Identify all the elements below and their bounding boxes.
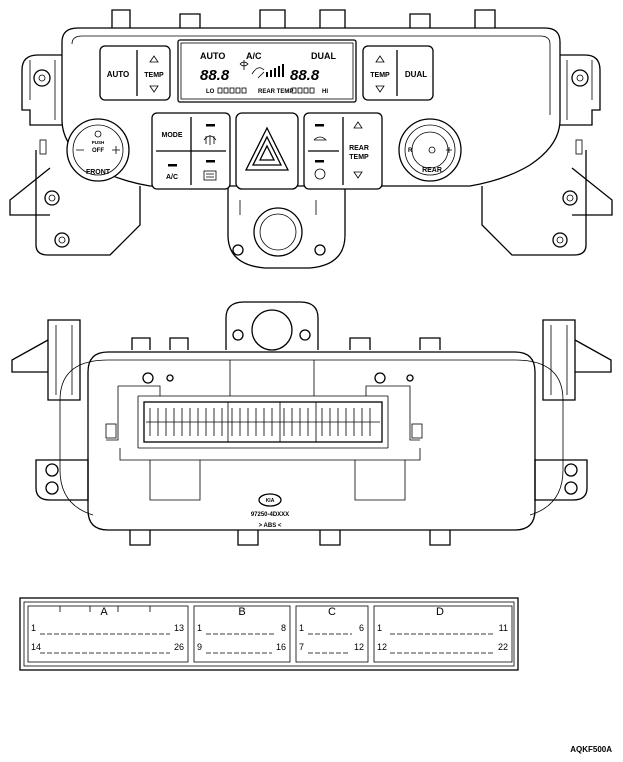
- lcd-ac: A/C: [246, 51, 262, 61]
- connector-d: D 1 11 12 22: [373, 605, 513, 663]
- rear-dial-r-label: R: [408, 148, 413, 154]
- connector-b: B 1 8 9 16: [193, 605, 291, 663]
- front-fan-dial[interactable]: [66, 118, 130, 182]
- rear-recirc-icon[interactable]: [314, 168, 326, 180]
- hazard-triangle-icon: [244, 126, 290, 171]
- rear-ac-indicator: [315, 160, 324, 163]
- front-dial-off-label: OFF: [92, 148, 104, 154]
- connector-c-pin-top-last: 6: [359, 623, 364, 633]
- lcd-lo: LO: [206, 89, 215, 95]
- connector-b-pin-bottom-last: 16: [276, 642, 286, 652]
- front-fan-icon: [94, 130, 102, 138]
- material-mark: > ABS <: [259, 523, 282, 529]
- rear-connector-cavities: [146, 402, 380, 442]
- connector-d-pin-top-first: 1: [377, 623, 382, 633]
- rear-fan-dial[interactable]: [398, 118, 462, 182]
- front-dial-push-label: PUSH: [92, 140, 105, 145]
- part-number: 97250-4DXXX: [251, 512, 289, 518]
- connector-c: C 1 6 7 12: [295, 605, 369, 663]
- lcd-rear-temp-scale-right: [291, 87, 315, 94]
- auto-button-label: AUTO: [107, 70, 130, 79]
- hazard-button[interactable]: [235, 112, 299, 190]
- rear-mode-indicator: [315, 124, 324, 127]
- lcd-rear-temp-scale-left: [217, 87, 247, 94]
- lcd-airflow-icon: [251, 67, 265, 79]
- lcd-fan-icon: [239, 60, 249, 70]
- connector-a: A 1 13 14 26: [27, 605, 189, 663]
- rear-vent-icon[interactable]: [313, 136, 327, 141]
- rear-defrost-icon[interactable]: [203, 170, 217, 181]
- connector-b-pin-top-last: 8: [281, 623, 286, 633]
- recirc-indicator: [206, 160, 215, 163]
- temp-left-label: TEMP: [144, 72, 164, 79]
- connector-c-pin-bottom-last: 12: [354, 642, 364, 652]
- figure-code: AQKF500A: [570, 745, 612, 754]
- connector-b-pin-top-first: 1: [197, 623, 202, 633]
- lcd-right-digits: 88.8: [290, 67, 320, 84]
- rear-temp-label-2: TEMP: [349, 154, 369, 161]
- connector-a-pin-bottom-last: 26: [174, 642, 184, 652]
- kia-logo-text: KIA: [266, 498, 275, 504]
- rear-dial-label: REAR: [422, 167, 442, 174]
- dual-button-label: DUAL: [405, 70, 427, 79]
- connector-d-pin-top-last: 11: [499, 623, 508, 633]
- front-dial-label: FRONT: [86, 169, 111, 176]
- connector-a-pin-bottom-first: 14: [31, 642, 41, 652]
- lcd-fan-speed-bars: [266, 64, 284, 77]
- connector-d-pin-bottom-first: 12: [377, 642, 387, 652]
- temp-right-label: TEMP: [370, 72, 390, 79]
- ac-button-label: A/C: [166, 174, 178, 181]
- connector-pin-strip: A 1 13 14 26 B 1 8 9 16 C 1 6 7 12: [19, 597, 519, 671]
- connector-a-pin-top-last: 13: [174, 623, 184, 633]
- connector-a-pin-top-first: 1: [31, 623, 36, 633]
- front-defrost-icon[interactable]: [203, 135, 217, 145]
- connector-c-letter: C: [328, 606, 336, 618]
- lcd-dual: DUAL: [311, 51, 336, 61]
- rear-control-panel: KIA 97250-4DXXX > ABS <: [11, 301, 612, 546]
- defrost-indicator: [206, 124, 215, 127]
- mode-button-label: MODE: [162, 132, 183, 139]
- front-control-panel: AUTO TEMP TEMP DUAL AUTO A/C DUAL 88.8 8…: [9, 9, 613, 269]
- connector-b-letter: B: [238, 606, 245, 618]
- connector-d-letter: D: [436, 606, 444, 618]
- connector-c-pin-top-first: 1: [299, 623, 304, 633]
- lcd-left-digits: 88.8: [200, 67, 230, 84]
- rear-fan-icon: [428, 146, 436, 154]
- ac-indicator: [168, 164, 177, 167]
- lcd-auto: AUTO: [200, 51, 225, 61]
- lcd-rear-temp: REAR TEMP: [258, 89, 293, 95]
- kia-logo: [258, 493, 282, 507]
- rear-temp-label-1: REAR: [349, 145, 369, 152]
- connector-c-pin-bottom-first: 7: [299, 642, 304, 652]
- connector-d-pin-bottom-last: 22: [498, 642, 508, 652]
- connector-b-pin-bottom-first: 9: [197, 642, 202, 652]
- lcd-hi: HI: [322, 89, 328, 95]
- connector-a-letter: A: [100, 606, 108, 618]
